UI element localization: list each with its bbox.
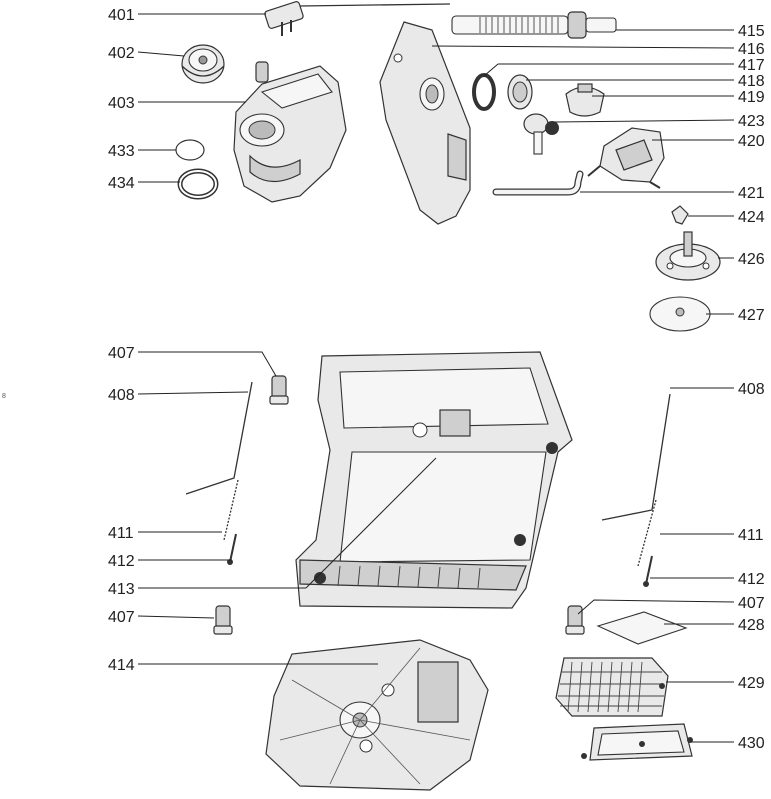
callout-421: 421 [738, 185, 765, 202]
callout-434: 434 [108, 175, 135, 192]
part-tray [581, 723, 693, 761]
callout-labels: 401 402 403 433 434 415 416 417 418 419 … [2, 7, 765, 752]
leader-lines [137, 13, 735, 743]
part-grommet-bottom-left [213, 605, 233, 635]
part-spring-left [223, 479, 239, 541]
callout-414: 414 [108, 657, 135, 674]
callout-407-bottom-right: 407 [738, 595, 765, 612]
part-disc [649, 296, 711, 332]
part-small-clip [671, 205, 689, 225]
part-grommet-top-left [269, 375, 289, 405]
part-filter-box [555, 657, 669, 717]
callout-417: 417 [738, 57, 765, 74]
part-sensor-cap [565, 83, 605, 117]
callout-430: 430 [738, 735, 765, 752]
part-sheet [596, 611, 688, 645]
callout-407-top-left: 407 [108, 345, 135, 362]
callout-411-right: 411 [738, 527, 764, 544]
part-grommet-bottom-right [565, 605, 585, 635]
part-pump-bracket [587, 127, 665, 189]
callout-413: 413 [108, 581, 135, 598]
part-o-ring-small [175, 139, 205, 161]
part-pin-right [643, 555, 653, 587]
callout-418: 418 [738, 73, 765, 90]
callout-416: 416 [738, 41, 765, 58]
callout-429: 429 [738, 675, 765, 692]
callout-408-right: 408 [738, 381, 765, 398]
side-mark: 8 [2, 393, 6, 400]
callout-415: 415 [738, 23, 765, 40]
part-bent-tube [492, 170, 584, 196]
callout-419: 419 [738, 89, 765, 106]
part-salt-container [233, 61, 347, 203]
callout-408-left: 408 [108, 387, 135, 404]
part-gasket-ring [177, 168, 219, 200]
callout-423: 423 [738, 113, 765, 130]
callout-420: 420 [738, 133, 765, 150]
callout-427: 427 [738, 307, 765, 324]
part-filter-disc [507, 74, 533, 110]
part-bottom-cover [265, 639, 489, 791]
callout-403: 403 [108, 95, 135, 112]
callout-426: 426 [738, 251, 765, 268]
part-hinge-rod-left [185, 381, 253, 495]
part-hinge-rod-right [601, 393, 671, 521]
part-base-frame [295, 351, 573, 609]
part-impeller-base [655, 231, 721, 281]
part-valve [523, 113, 559, 155]
callout-411-left: 411 [108, 525, 134, 542]
callout-433: 433 [108, 143, 135, 160]
part-power-cord [264, 1, 451, 36]
part-spring-right [637, 499, 657, 567]
callout-407-bottom-left: 407 [108, 609, 135, 626]
callout-401: 401 [108, 7, 135, 24]
callout-424: 424 [738, 209, 765, 226]
part-sump-cover [379, 21, 471, 225]
callout-412-left: 412 [108, 553, 135, 570]
part-salt-cap [181, 44, 225, 84]
callout-402: 402 [108, 45, 135, 62]
callout-428: 428 [738, 617, 765, 634]
part-hose [451, 11, 617, 39]
callout-412-right: 412 [738, 571, 765, 588]
part-ring-417 [472, 73, 496, 111]
